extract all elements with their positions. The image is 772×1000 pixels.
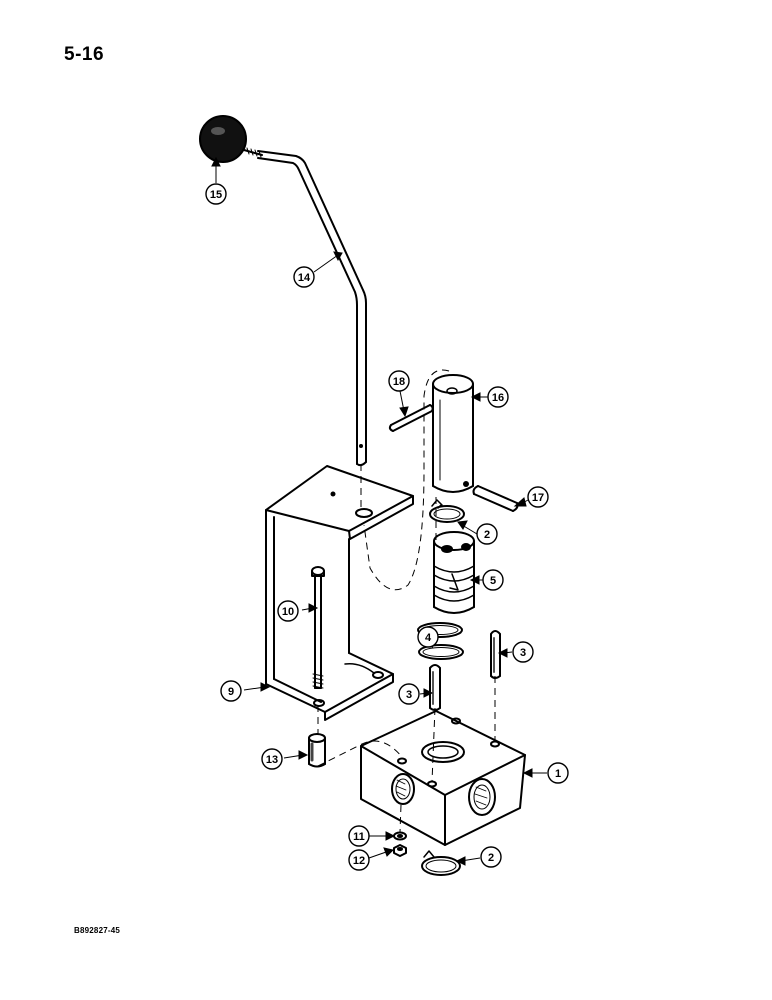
- valve-body-part: [360, 710, 526, 846]
- svg-text:3: 3: [406, 689, 412, 701]
- callout-10: 10: [277, 600, 299, 622]
- pin-part-18: [388, 404, 434, 432]
- knob-part: [199, 115, 263, 163]
- page-number: 5-16: [64, 44, 105, 65]
- dowel-pin-left: [429, 664, 441, 711]
- svg-text:9: 9: [228, 686, 234, 698]
- washer-part: [393, 831, 407, 841]
- callout-9: 9: [220, 680, 242, 702]
- bracket-part: [265, 465, 414, 721]
- svg-text:5: 5: [490, 575, 496, 587]
- callout-5: 5: [482, 569, 504, 591]
- callout-16: 16: [487, 386, 509, 408]
- svg-text:16: 16: [492, 392, 504, 404]
- callout-18: 18: [388, 370, 410, 392]
- cylinder-part: [432, 374, 474, 493]
- alignment-lines: [317, 369, 496, 833]
- svg-text:3: 3: [520, 647, 526, 659]
- figure-code: B892827-45: [74, 926, 121, 935]
- bolt-part: [311, 566, 325, 689]
- callout-17: 17: [527, 486, 549, 508]
- svg-text:2: 2: [484, 529, 490, 541]
- callout-15: 15: [205, 183, 227, 205]
- svg-text:18: 18: [393, 376, 405, 388]
- callout-1: 1: [547, 762, 569, 784]
- callout-3-left: 3: [398, 683, 420, 705]
- svg-text:11: 11: [353, 831, 365, 843]
- svg-text:2: 2: [488, 852, 494, 864]
- svg-text:15: 15: [210, 189, 222, 201]
- callout-arrows: [211, 156, 547, 866]
- svg-text:4: 4: [425, 632, 432, 644]
- snap-ring-upper: [429, 499, 465, 523]
- callout-4: 4: [417, 626, 439, 648]
- callout-12: 12: [348, 849, 370, 871]
- callout-11: 11: [348, 825, 370, 847]
- pin-part-17: [472, 485, 519, 512]
- snap-ring-lower: [421, 850, 461, 876]
- callout-3-right: 3: [512, 641, 534, 663]
- svg-text:1: 1: [555, 768, 561, 780]
- svg-text:14: 14: [298, 272, 311, 284]
- svg-text:17: 17: [532, 492, 544, 504]
- svg-text:10: 10: [282, 606, 294, 618]
- svg-text:13: 13: [266, 754, 278, 766]
- callout-2-lower: 2: [480, 846, 502, 868]
- callout-2-upper: 2: [476, 523, 498, 545]
- callout-13: 13: [261, 748, 283, 770]
- spool-part: [433, 531, 475, 614]
- lever-part: [257, 150, 367, 467]
- callout-14: 14: [293, 266, 315, 288]
- dowel-pin-right: [490, 630, 501, 679]
- svg-text:12: 12: [353, 855, 365, 867]
- nut-part: [393, 844, 407, 857]
- callouts: 15 14 18 16 17 2 5 10 4 3 9 3 13 1 11 12…: [205, 183, 569, 871]
- spacer-part: [308, 733, 326, 768]
